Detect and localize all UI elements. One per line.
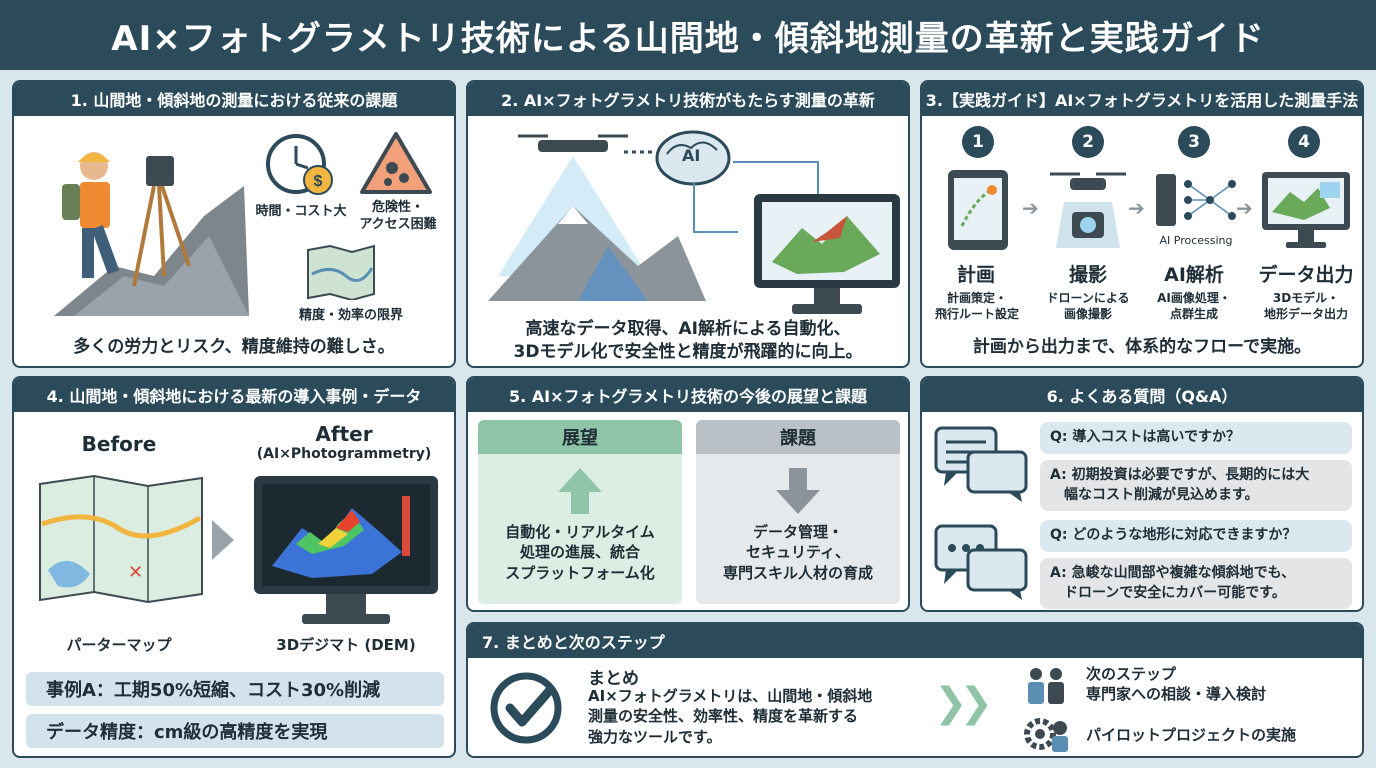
- svg-text:$: $: [314, 173, 323, 190]
- outlook-title: 展望: [478, 420, 682, 454]
- panel6-heading: 6. よくある質問（Q&A）: [922, 378, 1362, 412]
- panel3-heading: 3.【実践ガイド】AI×フォトグラメトリを活用した測量手法: [922, 82, 1362, 116]
- arrow-up-stem: [571, 492, 589, 514]
- step-2-desc: ドローンによる 画像撮影: [1046, 291, 1130, 322]
- arrow-down-icon: [776, 490, 820, 514]
- double-chevron-icon: ❯❯: [934, 680, 993, 726]
- step-4-number: 4: [1288, 126, 1320, 158]
- dem-monitor-illustration: [254, 476, 438, 624]
- clock-coin-icon: $: [266, 134, 333, 195]
- chevron-right-icon: ➔: [1236, 196, 1253, 220]
- step-3-desc: AI画像処理・ 点群生成: [1157, 291, 1231, 322]
- next-step-text: 次のステップ 専門家への相談・導入検討: [1086, 665, 1267, 704]
- outlook-card: 展望 自動化・リアルタイム 処理の進展、統合 スプラットフォーム化: [478, 420, 682, 604]
- handshake-icon: [1028, 668, 1064, 704]
- panel5-heading: 5. AI×フォトグラメトリ技術の今後の展望と課題: [468, 378, 908, 412]
- ai-network-icon: [1156, 174, 1236, 226]
- map-icon: [307, 244, 375, 300]
- faq-q2: Q: どのような地形に対応できますか？: [1040, 520, 1352, 552]
- panel2-caption: 高速なデータ取得、AI解析による自動化、 3Dモデル化で安全性と精度が飛躍的に向…: [513, 319, 863, 362]
- issues-title: 課題: [696, 420, 900, 454]
- faq-a1: A: 初期投資は必要ですが、長期的には大 幅なコスト削減が見込めます。: [1040, 460, 1352, 512]
- accuracy-limit-label: 精度・効率の限界: [298, 308, 403, 323]
- panel3-caption: 計画から出力まで、体系的なフローで実施。: [972, 337, 1312, 357]
- after-sub-label: (AI×Photogrammetry): [256, 446, 432, 462]
- issues-card: 課題 データ管理・ セキュリティ、 専門スキル人材の育成: [696, 420, 900, 604]
- step-3-title: AI解析: [1164, 264, 1224, 286]
- panel2-heading: 2. AI×フォトグラメトリ技術がもたらす測量の革新: [468, 82, 908, 116]
- page-title: AI×フォトグラメトリ技術による山間地・傾斜地測量の革新と実践ガイド: [0, 0, 1376, 70]
- checkmark-circle-icon: [490, 672, 562, 744]
- panel1-heading: 1. 山間地・傾斜地の測量における従来の課題: [14, 82, 454, 116]
- step-2-title: 撮影: [1068, 264, 1107, 286]
- step-4-title: データ出力: [1258, 264, 1354, 286]
- after-label: After: [315, 422, 373, 446]
- drone-camera-icon: [1050, 172, 1126, 248]
- summary-text: AI×フォトグラメトリは、山間地・傾斜地 測量の安全性、効率性、精度を革新する …: [588, 687, 873, 746]
- pilot-project-text: パイロットプロジェクトの実施: [1086, 726, 1297, 744]
- rockfall-warning-icon: [360, 132, 432, 194]
- panel-practical-guide: 3.【実践ガイド】AI×フォトグラメトリを活用した測量手法 1 計画 計画策定・…: [920, 80, 1364, 368]
- ai-label: AI: [682, 146, 701, 165]
- svg-text:✕: ✕: [128, 562, 143, 582]
- pilot-gear-icon: [1024, 718, 1068, 752]
- ai-brain-icon: [655, 130, 731, 186]
- outlook-text: 自動化・リアルタイム 処理の進展、統合 スプラットフォーム化: [505, 523, 655, 582]
- step-3-number: 3: [1178, 126, 1210, 158]
- surveyor-illustration: [54, 152, 249, 316]
- panel-outlook: 5. AI×フォトグラメトリ技術の今後の展望と課題 展望 自動化・リアルタイム …: [466, 376, 910, 612]
- danger-access-label: 危険性・ アクセス困難: [359, 200, 437, 232]
- case-a-stat: 事例A：工期50%短縮、コスト30%削減: [26, 672, 444, 706]
- paper-map-illustration: ✕: [39, 474, 203, 604]
- arrow-right-icon: [212, 520, 234, 560]
- summary-title: まとめ: [588, 669, 639, 689]
- paper-map-label: パーターマップ: [66, 636, 172, 654]
- tablet-plan-icon: [948, 170, 1008, 250]
- panel-case-studies: 4. 山間地・傾斜地における最新の導入事例・データ Before After (…: [12, 376, 456, 758]
- chat-lines-icon: [934, 426, 1028, 502]
- chat-dots-icon: [934, 524, 1028, 600]
- step-4-desc: 3Dモデル・ 地形データ出力: [1263, 291, 1348, 322]
- arrow-down-stem: [789, 468, 807, 490]
- step-1-number: 1: [962, 126, 994, 158]
- step-1-desc: 計画策定・ 飛行ルート設定: [934, 291, 1019, 322]
- panel-traditional-issues: 1. 山間地・傾斜地の測量における従来の課題 $ 時間・コスト大 危険性・ アク…: [12, 80, 456, 368]
- chevron-right-icon: ➔: [1128, 196, 1145, 220]
- panel1-caption: 多くの労力とリスク、精度維持の難しさ。: [73, 337, 395, 357]
- ai-processing-label: AI Processing: [1159, 234, 1233, 247]
- step-1-title: 計画: [956, 264, 995, 286]
- time-cost-label: 時間・コスト大: [255, 204, 347, 219]
- accuracy-stat: データ精度：cm級の高精度を実現: [26, 714, 444, 748]
- panel-faq: 6. よくある質問（Q&A） Q: 導入コストは高いですか？ A: 初期投資は必…: [920, 376, 1364, 612]
- before-label: Before: [81, 432, 157, 456]
- issues-text: データ管理・ セキュリティ、 専門スキル人材の育成: [722, 523, 873, 582]
- arrows-connector: [624, 150, 819, 233]
- faq-a2: A: 急峻な山間部や複雑な傾斜地でも、 ドローンで安全にカバー可能です。: [1040, 558, 1352, 610]
- arrow-up-icon: [558, 468, 602, 492]
- faq-q1: Q: 導入コストは高いですか？: [1040, 422, 1352, 454]
- terrain-monitor-icon: [754, 194, 900, 314]
- panel-innovation: 2. AI×フォトグラメトリ技術がもたらす測量の革新 AI 高速なデータ取得、A…: [466, 80, 910, 368]
- dem-label: 3Dデジマト (DEM): [276, 636, 416, 654]
- panel-summary: 7. まとめと次のステップ まとめ AI×フォトグラメトリは、山間地・傾斜地 測…: [466, 622, 1364, 758]
- page-title-text: AI×フォトグラメトリ技術による山間地・傾斜地測量の革新と実践ガイド: [111, 18, 1265, 59]
- drone-mountain-illustration: [488, 134, 706, 301]
- chevron-right-icon: ➔: [1022, 196, 1039, 220]
- panel4-heading: 4. 山間地・傾斜地における最新の導入事例・データ: [14, 378, 454, 412]
- step-2-number: 2: [1072, 126, 1104, 158]
- panel7-heading: 7. まとめと次のステップ: [468, 624, 1362, 658]
- data-output-monitor-icon: [1262, 172, 1350, 248]
